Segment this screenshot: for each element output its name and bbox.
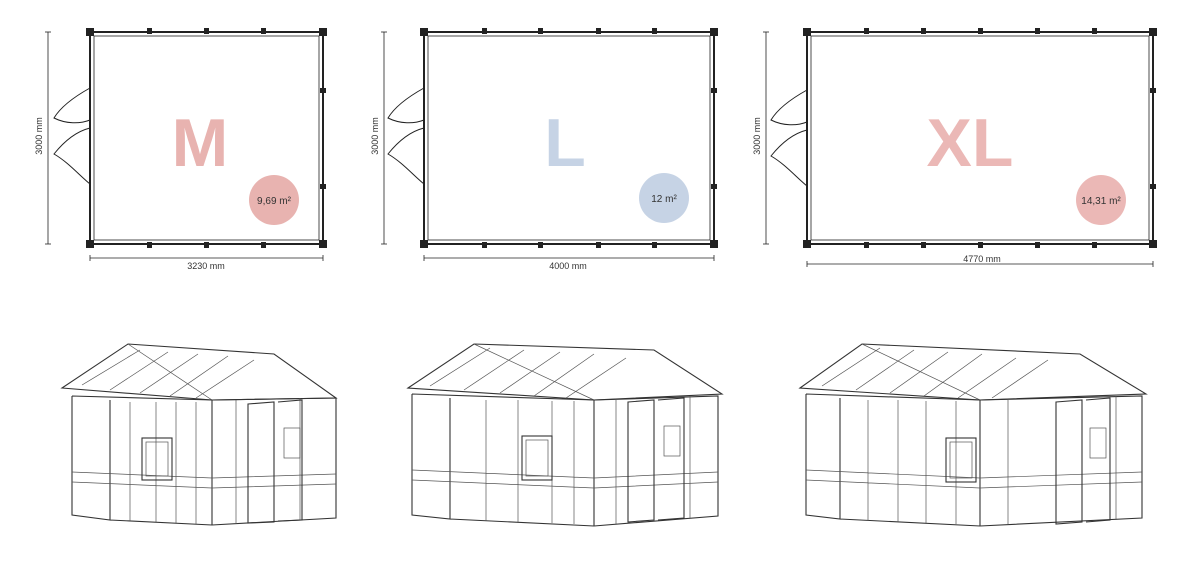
area-label: 12 m² <box>651 194 677 205</box>
greenhouse-frame-l <box>406 343 724 527</box>
door-frame <box>247 399 303 524</box>
plan-inner-outline <box>427 35 711 241</box>
size-letter: XL <box>927 105 1014 181</box>
window <box>141 437 173 481</box>
depth-label: 3000 mm <box>752 117 762 155</box>
depth-label: 3000 mm <box>370 117 380 155</box>
area-badge <box>249 175 299 225</box>
door-swing <box>770 89 808 187</box>
plan-posts <box>803 28 1157 248</box>
greenhouse-frame-xl <box>798 343 1148 527</box>
area-label: 14,31 m² <box>1081 196 1121 207</box>
wall-frame <box>805 393 1143 527</box>
roof-outline <box>60 343 338 401</box>
roof-outline <box>406 343 724 401</box>
width-label: 3230 mm <box>187 261 225 271</box>
roof-outline <box>798 343 1148 401</box>
plan-posts <box>420 28 718 248</box>
roof-rafters <box>821 343 1049 401</box>
door-frame <box>627 397 685 523</box>
floor-plan-m: 3000 mm 3230 mm M 9,69 m² <box>34 28 327 271</box>
area-badge <box>1076 175 1126 225</box>
window <box>521 435 553 481</box>
wall-frame <box>71 395 337 526</box>
plan-posts <box>86 28 327 248</box>
door-frame <box>1055 397 1111 525</box>
area-badge <box>639 173 689 223</box>
greenhouse-frame-m <box>60 343 338 526</box>
roof-rafters <box>429 343 627 401</box>
width-label: 4770 mm <box>963 254 1001 264</box>
floor-plan-xl: 3000 mm 4770 mm XL 14,31 m² <box>752 28 1157 267</box>
floor-plan-l: 3000 mm 4000 mm L 12 m² <box>370 28 718 271</box>
door-swing <box>53 87 91 185</box>
area-label: 9,69 m² <box>257 196 292 207</box>
window <box>945 437 977 483</box>
width-label: 4000 mm <box>549 261 587 271</box>
wall-posts <box>71 398 337 524</box>
size-letter: M <box>172 105 229 181</box>
plan-outline <box>423 31 715 245</box>
door-swing <box>387 87 425 185</box>
wall-posts <box>805 396 1143 524</box>
roof-rafters <box>81 343 255 401</box>
wall-posts <box>411 396 719 524</box>
wall-frame <box>411 393 719 527</box>
plan-inner-outline <box>93 35 320 241</box>
size-letter: L <box>544 105 586 181</box>
depth-label: 3000 mm <box>34 117 44 155</box>
plan-inner-outline <box>810 35 1150 241</box>
